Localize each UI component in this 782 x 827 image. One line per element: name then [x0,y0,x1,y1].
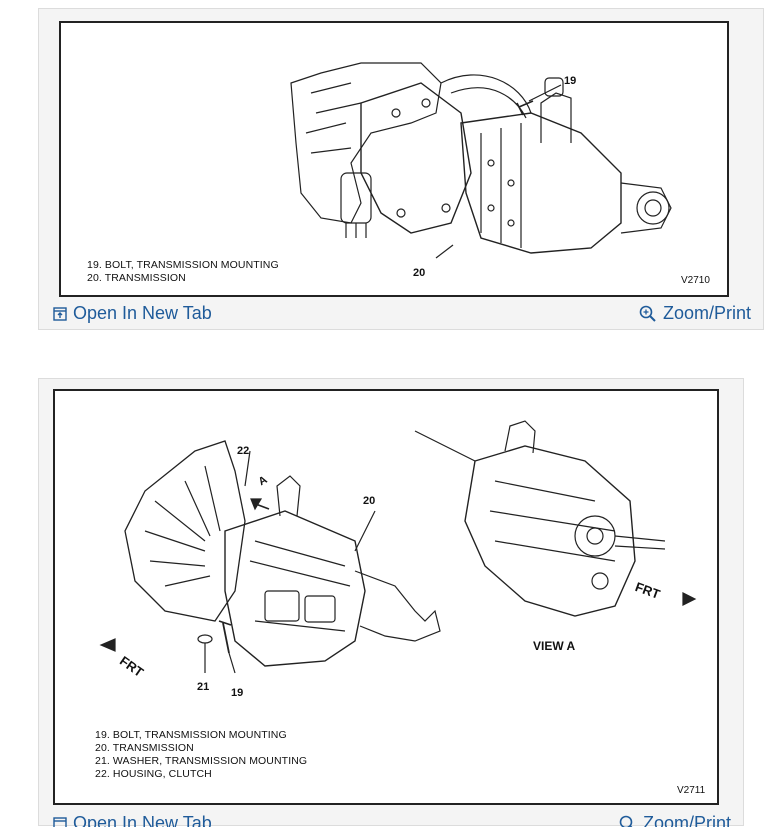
open-in-new-tab-icon [53,817,67,827]
figure-code: V2711 [677,785,705,796]
callout-21: 21 [197,681,209,693]
callout-20: 20 [413,267,425,279]
open-in-new-tab-label: Open In New Tab [73,813,212,827]
diagram-actions-2: Open In New Tab Zoom/Print [39,807,743,827]
legend-item: 20. TRANSMISSION [95,742,307,755]
open-in-new-tab-link[interactable]: Open In New Tab [53,813,212,827]
diagram-card-2: 22 20 21 19 A FRT FRT VIEW A 19. BOLT, T… [38,378,744,826]
open-in-new-tab-icon [53,307,67,321]
callout-20: 20 [363,495,375,507]
legend-item: 19. BOLT, TRANSMISSION MOUNTING [95,729,307,742]
open-in-new-tab-link[interactable]: Open In New Tab [53,303,212,324]
callout-22: 22 [237,445,249,457]
legend-item: 21. WASHER, TRANSMISSION MOUNTING [95,755,307,768]
diagram-actions-1: Open In New Tab Zoom/Print [39,297,763,327]
zoom-print-label: Zoom/Print [663,303,751,324]
diagram-card-1: 19 20 19. BOLT, TRANSMISSION MOUNTING 20… [38,8,764,330]
diagram-legend-1: 19. BOLT, TRANSMISSION MOUNTING 20. TRAN… [87,259,279,285]
figure-code: V2710 [681,275,710,286]
transmission-diagram-1[interactable]: 19 20 19. BOLT, TRANSMISSION MOUNTING 20… [59,21,729,297]
legend-item: 22. HOUSING, CLUTCH [95,768,307,781]
zoom-magnifier-icon [639,305,657,323]
zoom-print-link[interactable]: Zoom/Print [619,813,731,827]
legend-item: 19. BOLT, TRANSMISSION MOUNTING [87,259,279,272]
callout-19: 19 [231,687,243,699]
diagram-legend-2: 19. BOLT, TRANSMISSION MOUNTING 20. TRAN… [95,729,307,781]
zoom-print-label: Zoom/Print [643,813,731,827]
transmission-illustration-1 [61,23,727,295]
zoom-print-link[interactable]: Zoom/Print [639,303,751,324]
zoom-magnifier-icon [619,815,637,827]
legend-item: 20. TRANSMISSION [87,272,279,285]
open-in-new-tab-label: Open In New Tab [73,303,212,324]
callout-19: 19 [564,75,576,87]
transmission-diagram-2[interactable]: 22 20 21 19 A FRT FRT VIEW A 19. BOLT, T… [53,389,719,805]
view-a-label: VIEW A [533,639,575,653]
